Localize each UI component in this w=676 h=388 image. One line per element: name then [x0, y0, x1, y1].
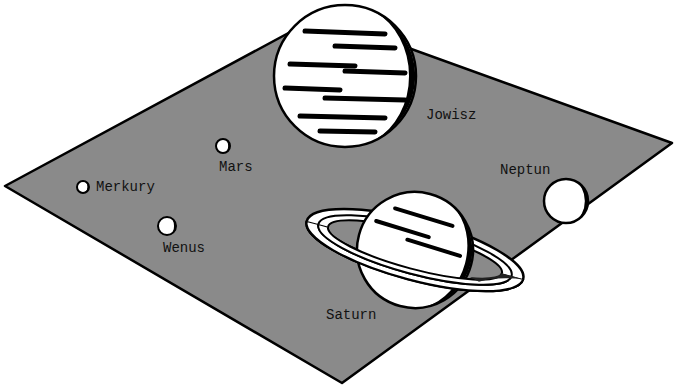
planet-name: Mars	[219, 159, 253, 175]
planet-name: Neptun	[500, 162, 550, 178]
planet-name: Jowisz	[426, 107, 476, 123]
planet-name: Wenus	[163, 240, 205, 256]
planet-name: Merkury	[96, 179, 155, 195]
planet-name: Saturn	[326, 307, 376, 323]
